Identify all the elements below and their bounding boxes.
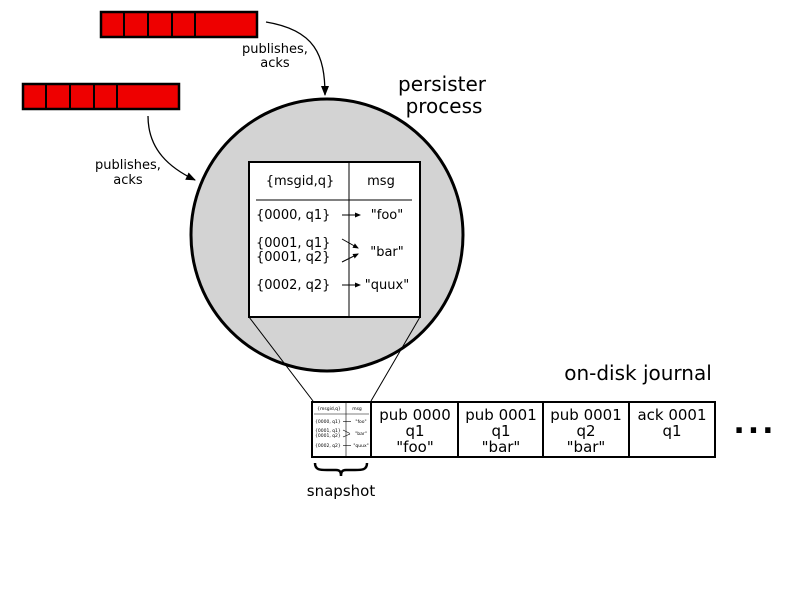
table-header-msg: msg bbox=[367, 174, 395, 189]
snapshot-table: {msgid,q} msg {0000, q1} "foo" {0001, q1… bbox=[311, 401, 372, 458]
journal-entry-2-line2: q2 bbox=[576, 422, 595, 440]
left-publish-label-2: acks bbox=[113, 173, 143, 188]
queue-top bbox=[99, 10, 259, 39]
top-publish-label-1: publishes, bbox=[242, 42, 308, 57]
zoom-line-left bbox=[248, 316, 314, 402]
snapshot-row-2-arrow bbox=[342, 433, 351, 438]
journal-entry-3-line2: q1 bbox=[662, 422, 681, 440]
journal-ellipsis: ... bbox=[733, 406, 776, 441]
table-row-2-arrow bbox=[341, 253, 359, 263]
snapshot-row-1-key: {0001, q1} bbox=[315, 428, 341, 434]
left-publish-label-1: publishes, bbox=[95, 158, 161, 173]
snapshot-row-0-val: "foo" bbox=[355, 419, 366, 425]
table-row-2-key: {0001, q2} bbox=[256, 250, 330, 265]
journal-entry-3-line1: ack 0001 bbox=[637, 406, 706, 424]
journal-title: on-disk journal bbox=[564, 361, 712, 385]
top-publish-label-2: acks bbox=[260, 56, 290, 71]
table-header-key: {msgid,q} bbox=[266, 174, 334, 189]
snapshot-row-3-key: {0002, q2} bbox=[315, 443, 341, 449]
message-table: {msgid,q} msg {0000, q1} "foo" {0001, q1… bbox=[248, 161, 421, 318]
journal-entry-3: ack 0001 q1 bbox=[637, 406, 706, 440]
table-row-1-arrow bbox=[341, 238, 359, 249]
snapshot-label: snapshot bbox=[307, 482, 376, 500]
publish-arrow-top bbox=[265, 21, 329, 96]
table-row-2-val: "bar" bbox=[370, 245, 404, 260]
zoom-line-right bbox=[370, 316, 421, 402]
persister-title-1: persister bbox=[398, 72, 487, 96]
snapshot-row-2-key: {0001, q2} bbox=[315, 433, 341, 439]
table-row-3-val: "quux" bbox=[365, 278, 409, 293]
snapshot-header-msg: msg bbox=[352, 407, 362, 412]
journal-entry-2-line3: "bar" bbox=[567, 438, 606, 456]
journal-entry-0-line1: pub 0000 bbox=[379, 406, 451, 424]
persister-title-2: process bbox=[406, 94, 483, 118]
journal-entry-2-line1: pub 0001 bbox=[550, 406, 622, 424]
journal-entry-1-line1: pub 0001 bbox=[465, 406, 537, 424]
snapshot-row-0-key: {0000, q1} bbox=[315, 419, 341, 425]
snapshot-brace bbox=[313, 462, 369, 477]
queue-left bbox=[21, 82, 181, 111]
table-row-3-key: {0002, q2} bbox=[256, 278, 330, 293]
snapshot-row-2-val: "bar" bbox=[355, 431, 367, 437]
table-row-1-key: {0001, q1} bbox=[256, 236, 330, 251]
journal-entry-0: pub 0000 q1 "foo" bbox=[379, 406, 451, 456]
table-row-0-key: {0000, q1} bbox=[256, 208, 330, 223]
journal-entry-2: pub 0001 q2 "bar" bbox=[550, 406, 622, 456]
journal-entry-1-line3: "bar" bbox=[482, 438, 521, 456]
journal-entry-0-line3: "foo" bbox=[396, 438, 433, 456]
snapshot-row-3-val: "quux" bbox=[353, 443, 368, 449]
table-row-0-val: "foo" bbox=[371, 208, 403, 223]
publish-arrow-left bbox=[147, 115, 196, 181]
journal-entry-1: pub 0001 q1 "bar" bbox=[465, 406, 537, 456]
journal-entry-0-line2: q1 bbox=[405, 422, 424, 440]
snapshot-header-key: {msgid,q} bbox=[317, 406, 341, 412]
journal-entry-1-line2: q1 bbox=[491, 422, 510, 440]
snapshot-row-1-arrow bbox=[342, 429, 351, 434]
